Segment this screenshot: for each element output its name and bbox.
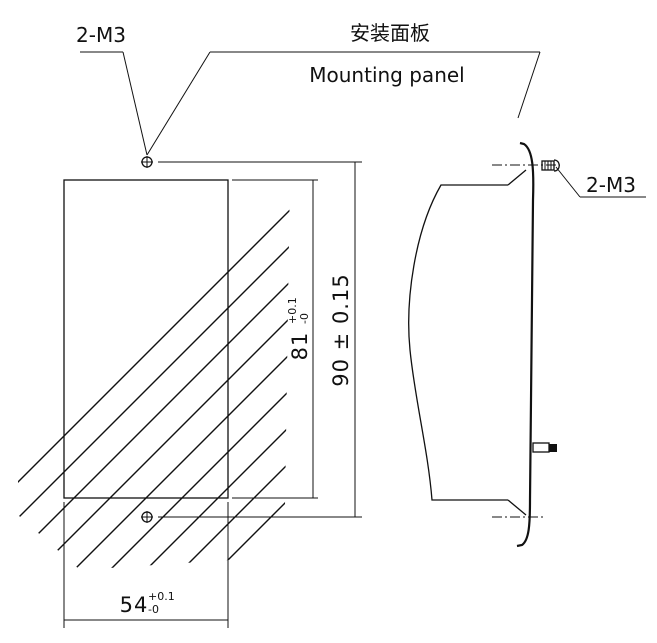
meter-body-profile bbox=[408, 184, 508, 501]
hatch-line bbox=[18, 100, 290, 570]
dim-height-tol-minus: -0 bbox=[298, 313, 311, 324]
side-screw bbox=[541, 159, 560, 172]
dim-width-tol-plus: +0.1 bbox=[148, 590, 175, 603]
hatch-line bbox=[18, 100, 290, 570]
dim-width-value: 54 bbox=[120, 593, 149, 617]
dim-width-tol-minus: -0 bbox=[148, 603, 159, 616]
screw-top-label: 2-M3 bbox=[76, 23, 126, 47]
meter-bezel bbox=[516, 141, 535, 548]
hatch-line bbox=[131, 100, 290, 570]
panel-leader bbox=[146, 51, 541, 156]
connector-pin bbox=[532, 442, 557, 453]
side-view bbox=[408, 141, 646, 548]
bezel-bottom-edge bbox=[507, 499, 527, 516]
screw-top-leader bbox=[80, 51, 148, 156]
hatch-line bbox=[18, 100, 290, 570]
hatch-line bbox=[23, 100, 290, 570]
hatch-line bbox=[167, 100, 290, 570]
screw-side-label: 2-M3 bbox=[586, 173, 636, 197]
dim-height-value: 81 bbox=[288, 332, 312, 361]
screw-side-leader bbox=[555, 166, 581, 198]
hole-bottom bbox=[141, 511, 153, 523]
panel-label-cn: 安装面板 bbox=[350, 21, 430, 45]
dim-hole-spacing: 90 ± 0.15 bbox=[329, 273, 353, 386]
dim-height: 81 +0.1 -0 bbox=[286, 297, 312, 360]
panel-hatching bbox=[18, 100, 290, 570]
dim-height-tol-plus: +0.1 bbox=[286, 297, 299, 324]
hatch-line bbox=[59, 100, 290, 570]
hole-top bbox=[141, 156, 153, 168]
bezel-top-edge bbox=[507, 169, 527, 186]
panel-label-en: Mounting panel bbox=[309, 63, 464, 87]
hatch-line bbox=[18, 100, 290, 570]
dim-width: 54 +0.1 -0 bbox=[120, 590, 175, 617]
hatch-line bbox=[95, 100, 290, 570]
panel-cutout bbox=[63, 179, 229, 499]
